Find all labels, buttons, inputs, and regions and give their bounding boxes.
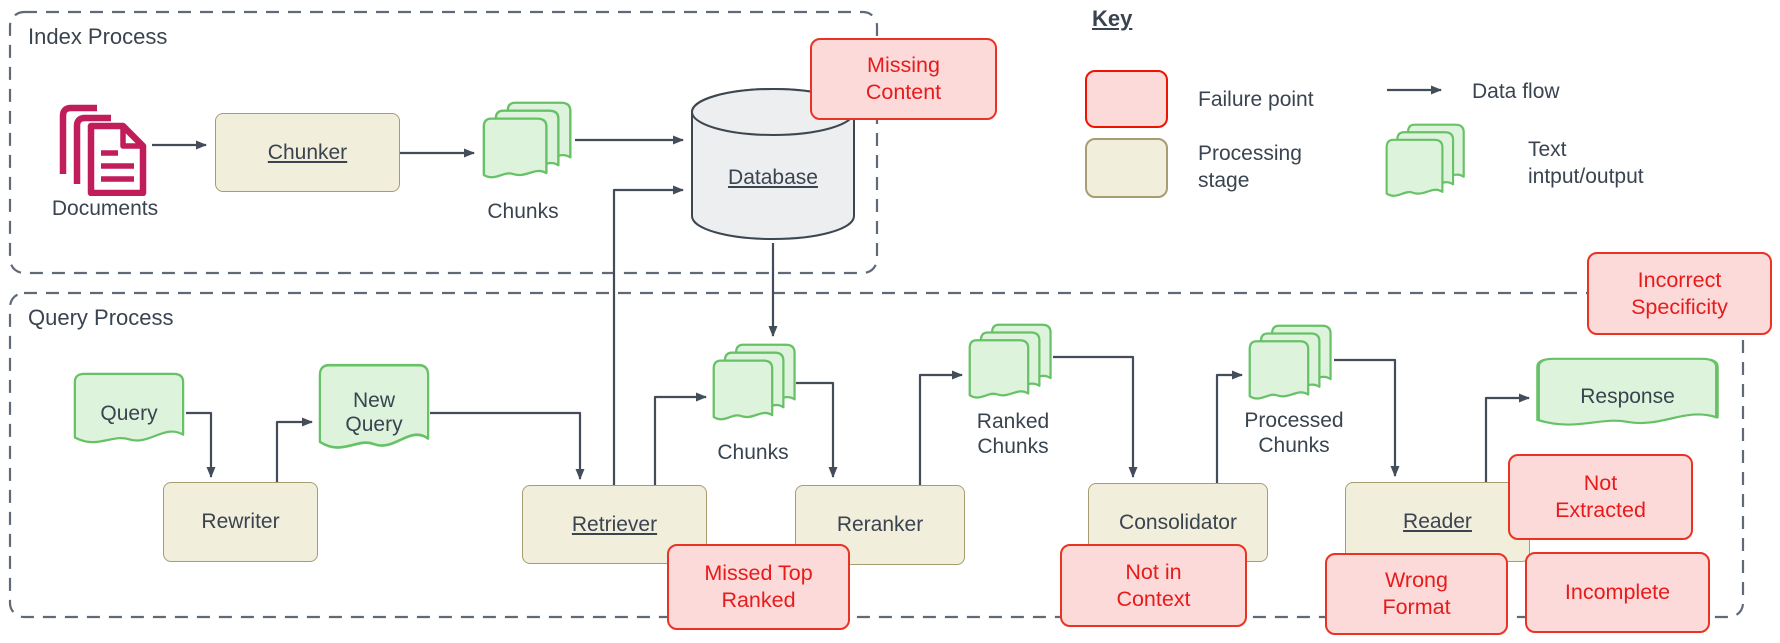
arrow-rewriter-to-new-query <box>275 417 313 482</box>
key-processing-stage-label: Processing stage <box>1198 142 1302 193</box>
new-query-label: New Query <box>345 389 403 436</box>
query-doc: Query <box>73 372 185 455</box>
arrow-query-to-rewriter <box>186 411 216 478</box>
index-process-title: Index Process <box>28 24 168 49</box>
rewriter-label: Rewriter <box>201 510 280 534</box>
retriever-label: Retriever <box>571 512 658 536</box>
failure-wrong-format: Wrong Format <box>1325 553 1508 635</box>
key-failure-point-swatch <box>1085 70 1168 128</box>
failure-missing-content: Missing Content <box>810 38 997 120</box>
arrow-new-query-to-retriever <box>430 411 585 480</box>
new-query-doc: New Query <box>318 363 430 463</box>
response-doc: Response <box>1535 357 1720 437</box>
failure-not-extracted: Not Extracted <box>1508 454 1693 540</box>
reader-label: Reader <box>1403 510 1472 534</box>
query-process-title: Query Process <box>28 305 174 330</box>
consolidator-label: Consolidator <box>1119 510 1237 534</box>
chunker-stage: Chunker <box>215 113 400 192</box>
rewriter-stage: Rewriter <box>163 482 318 562</box>
key-title: Key <box>1092 6 1133 31</box>
reader-stage: Reader <box>1345 482 1530 562</box>
query-chunks-label: Chunks <box>717 441 789 464</box>
response-label: Response <box>1580 385 1675 408</box>
key-text-io-label: Text intput/output <box>1528 138 1644 189</box>
processed-chunks-icon <box>1248 324 1332 400</box>
ranked-chunks-icon <box>968 323 1052 399</box>
reranker-label: Reranker <box>836 513 924 537</box>
arrow-retriever-to-database <box>612 185 684 485</box>
key-data-flow-label: Data flow <box>1472 80 1560 103</box>
query-chunks-icon <box>712 343 796 421</box>
failure-missed-top-ranked: Missed Top Ranked <box>667 544 850 630</box>
ranked-chunks-label: Ranked Chunks <box>976 410 1050 459</box>
key-processing-stage-swatch <box>1085 138 1168 198</box>
documents-icon <box>59 104 147 196</box>
processed-chunks-label: Processed Chunks <box>1244 409 1344 458</box>
index-chunks-label: Chunks <box>487 200 559 223</box>
database-label: Database <box>728 166 818 189</box>
index-chunks-icon <box>482 101 572 179</box>
query-label: Query <box>100 401 158 425</box>
documents-label: Documents <box>51 197 159 220</box>
key-text-io-icon <box>1385 123 1465 197</box>
failure-incorrect-specificity: Incorrect Specificity <box>1587 252 1772 335</box>
key-failure-point-label: Failure point <box>1198 88 1314 111</box>
chunker-label: Chunker <box>267 140 348 164</box>
failure-incomplete: Incomplete <box>1525 552 1710 633</box>
failure-not-in-context: Not in Context <box>1060 544 1247 627</box>
